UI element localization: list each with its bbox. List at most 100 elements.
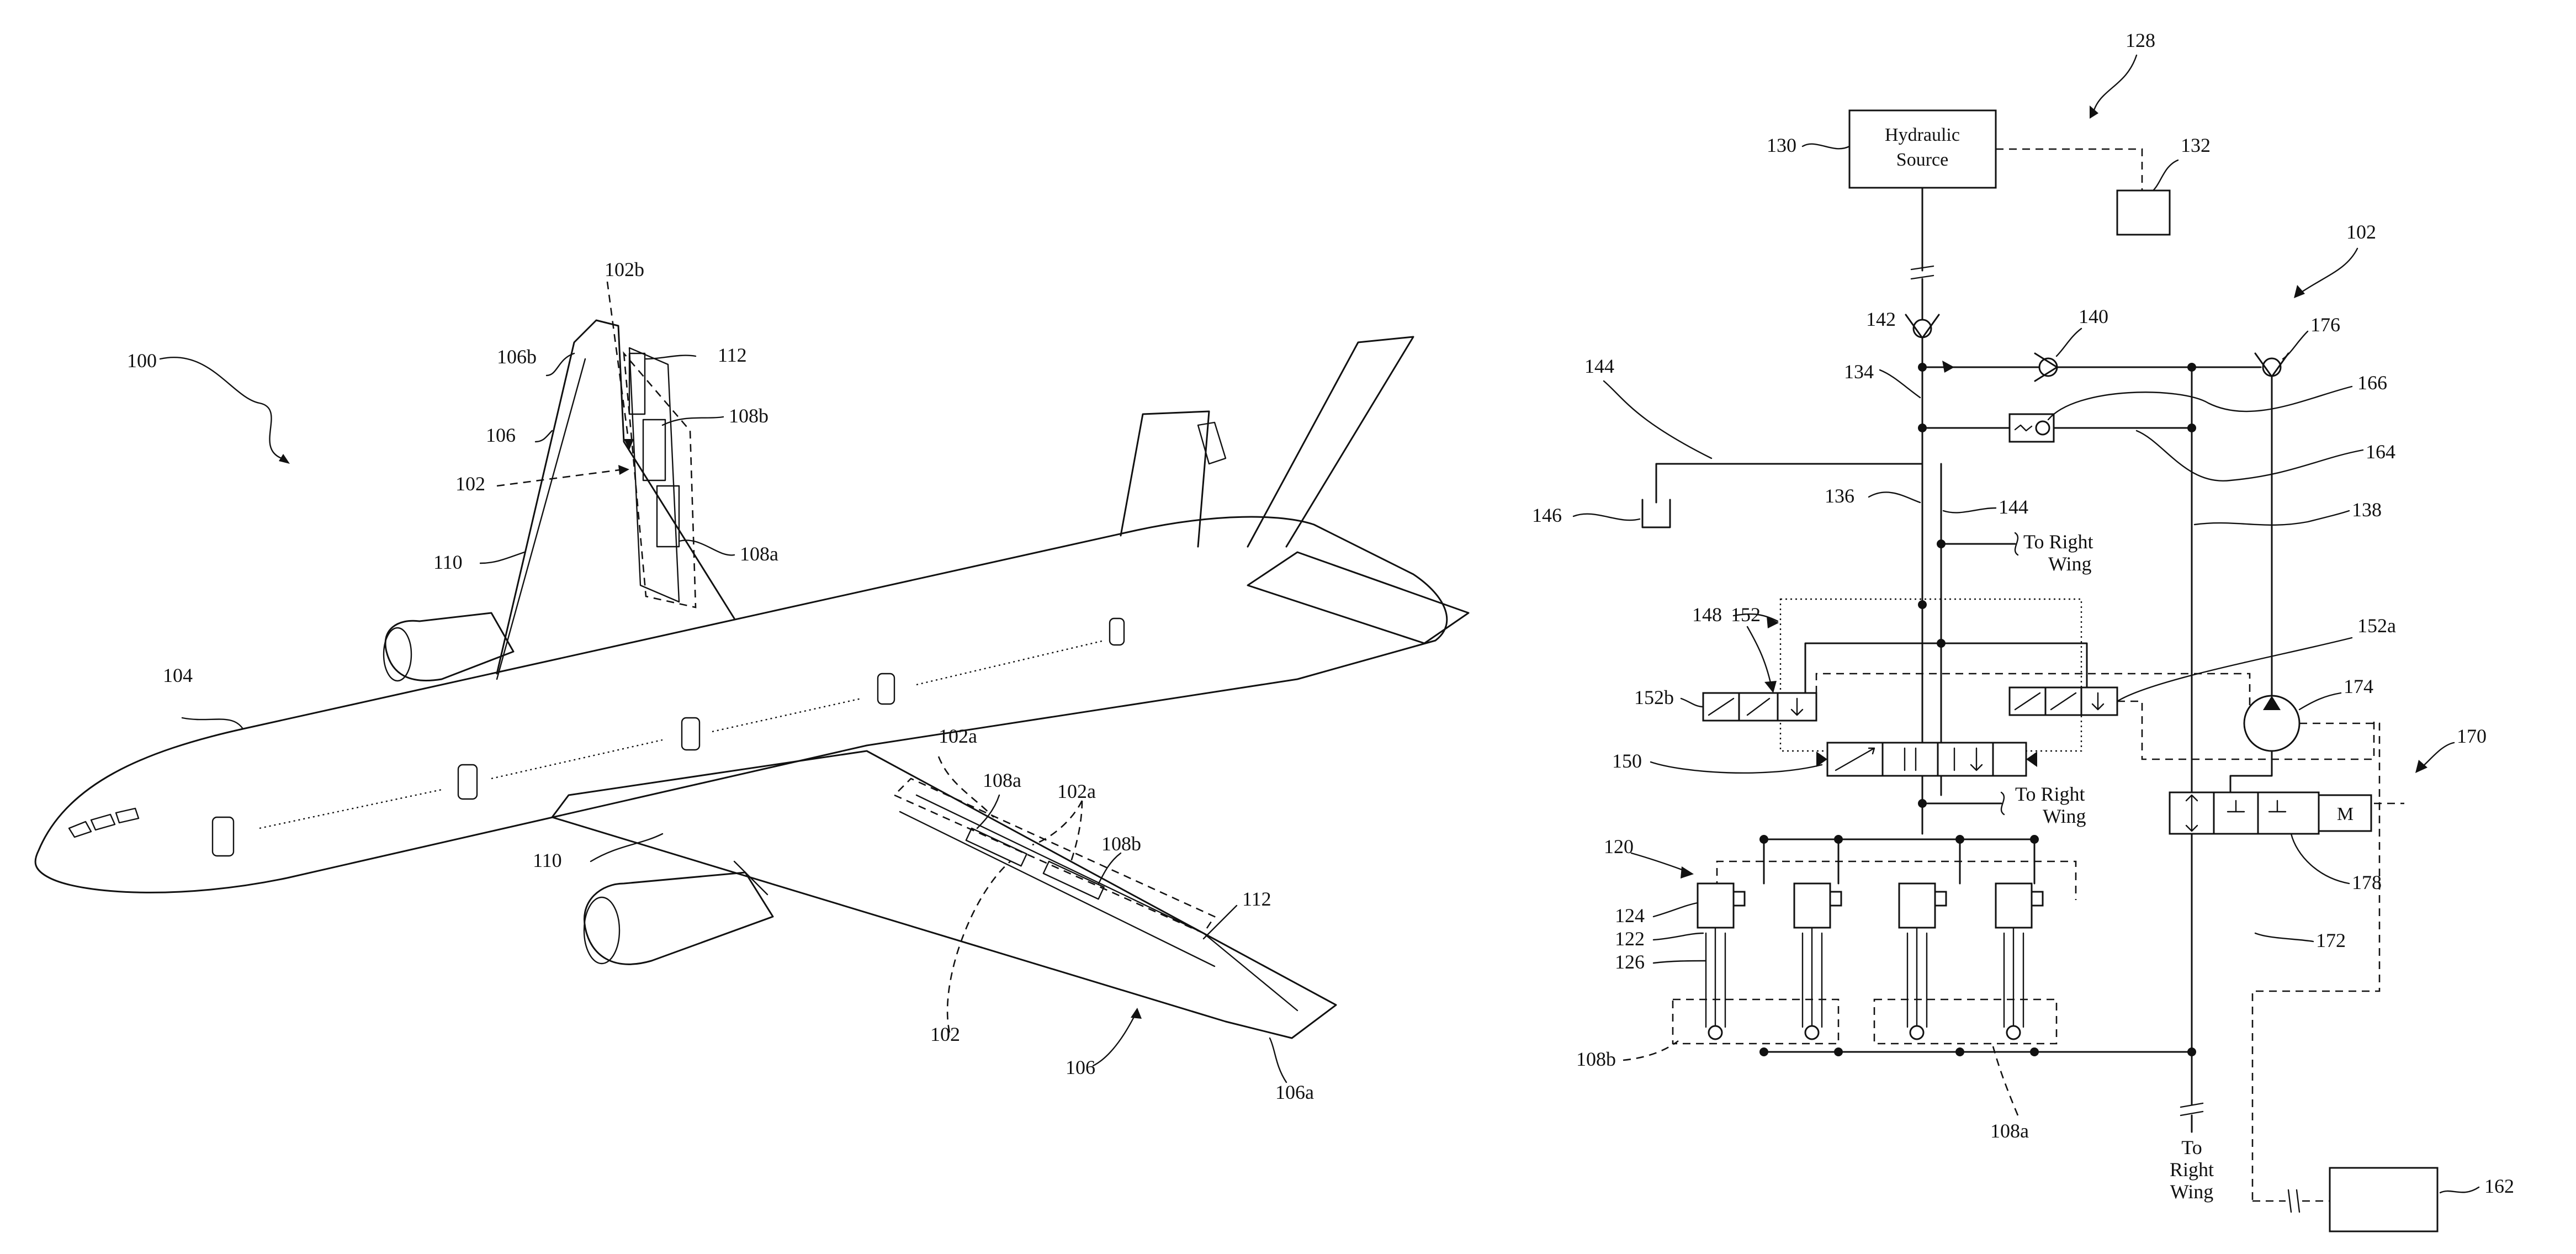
directional-valve-150 [1816,743,2037,776]
module-148-boundary [1780,599,2081,751]
label-112-right: 112 [1242,888,1271,910]
right-engine [584,872,773,964]
label-174: 174 [2344,675,2373,697]
right-engine-pylon [734,861,767,895]
door-4 [878,674,894,704]
junction-148-a [1918,600,1927,609]
motor-m-label: M [2337,804,2354,824]
label-108a-left: 108a [740,543,778,565]
door-2 [458,765,477,799]
label-102-right: 102 [930,1023,960,1045]
label-102a-2: 102a [1057,780,1096,802]
unit-162 [2330,1168,2437,1231]
break-mark-bottom [2181,1103,2203,1115]
arrow-170 [2415,760,2427,773]
label-148: 148 [1692,604,1722,626]
arrow-102-left [618,465,629,475]
label-142: 142 [1866,308,1896,330]
label-176: 176 [2310,314,2340,336]
arrow-148 [1767,616,1779,628]
rail-node-6 [1834,1047,1843,1056]
leader-112-right [1204,906,1237,939]
label-108b-schematic: 108b [1576,1048,1616,1070]
leader-172 [2255,933,2313,941]
arrow-134 [1942,361,1954,373]
label-152a: 152a [2357,615,2396,637]
actuator-3 [1899,839,1960,1039]
leader-124 [1653,903,1698,917]
leader-140 [2056,329,2081,356]
actuator-1 [1698,839,1764,1039]
leader-152a [2117,638,2352,701]
label-102-schematic: 102 [2346,221,2376,243]
label-102a-1: 102a [939,725,977,747]
right-system-outline [894,779,1215,933]
to-right-wing-2b: Wing [2043,805,2086,827]
leader-108b-schematic [1623,1041,1678,1060]
valve-166-ball [2036,421,2049,435]
label-134: 134 [1844,361,1874,383]
leader-174 [2299,693,2341,710]
label-108b-left: 108b [729,405,768,427]
cockpit-windows [69,808,139,837]
left-wing-flap-outline [629,348,679,602]
label-106a: 106a [1275,1081,1314,1103]
label-122: 122 [1615,928,1645,950]
to-right-wing-2a: To Right [2015,783,2085,805]
leader-130 [1803,144,1849,149]
rail-node-7 [1955,1047,1964,1056]
left-engine [385,613,513,681]
label-108a-right: 108a [983,769,1021,791]
arrow-106-right [1131,1008,1142,1019]
label-102b: 102b [605,258,644,281]
label-108a-schematic: 108a [1990,1120,2029,1142]
valve-152-supply [1805,643,2087,693]
hydraulic-source-box [1849,110,1996,188]
label-108b-right: 108b [1101,833,1141,855]
leader-144-mid [1943,508,1996,512]
rail-node-9 [2187,1047,2196,1056]
junction-164 [1918,424,1927,432]
leader-112-left [646,356,696,359]
label-162: 162 [2484,1175,2514,1197]
leader-152b [1681,699,1703,707]
leader-102-schematic [2297,248,2357,295]
windows-row-3 [712,699,861,732]
junction-134 [1918,363,1927,372]
label-106-left: 106 [486,424,516,446]
leader-104 [182,718,243,729]
airplane-drawing: 100 102b 106b 112 106 108b 102 110 108a … [35,258,1469,1103]
label-172: 172 [2316,929,2346,951]
label-106b: 106b [497,346,537,368]
leader-178 [2291,834,2349,883]
label-146: 146 [1532,504,1562,526]
reservoir-146 [1642,500,1670,527]
leader-144-top [1604,381,1711,458]
label-126: 126 [1615,951,1645,973]
pump-output-line [2230,751,2272,792]
label-170: 170 [2457,725,2487,747]
label-132: 132 [2181,134,2211,156]
leader-162 [2440,1187,2479,1193]
label-150: 150 [1612,750,1642,772]
valve-178 [2170,792,2319,834]
label-106-right: 106 [1066,1056,1095,1078]
label-110-right: 110 [533,849,562,871]
label-152b: 152b [1634,686,1674,708]
label-102-left: 102 [455,473,485,495]
label-120: 120 [1604,835,1634,858]
rail-node-8 [2030,1047,2039,1056]
hydraulic-source-line1: Hydraulic [1885,125,1960,145]
leader-106-left [536,431,552,442]
lower-stabilizer [1248,552,1469,643]
left-wing-spar [497,359,585,679]
hydraulic-schematic: 128 Hydraulic Source 130 132 142 102 134 [1532,29,2514,1231]
leader-100 [160,357,282,458]
leader-102a-2 [1032,801,1082,845]
line-144-to-reservoir [1656,464,1922,502]
right-line: Right [2170,1158,2214,1181]
leader-164 [2137,431,2363,481]
leader-134 [1880,370,1920,398]
leader-102-left [497,469,624,486]
